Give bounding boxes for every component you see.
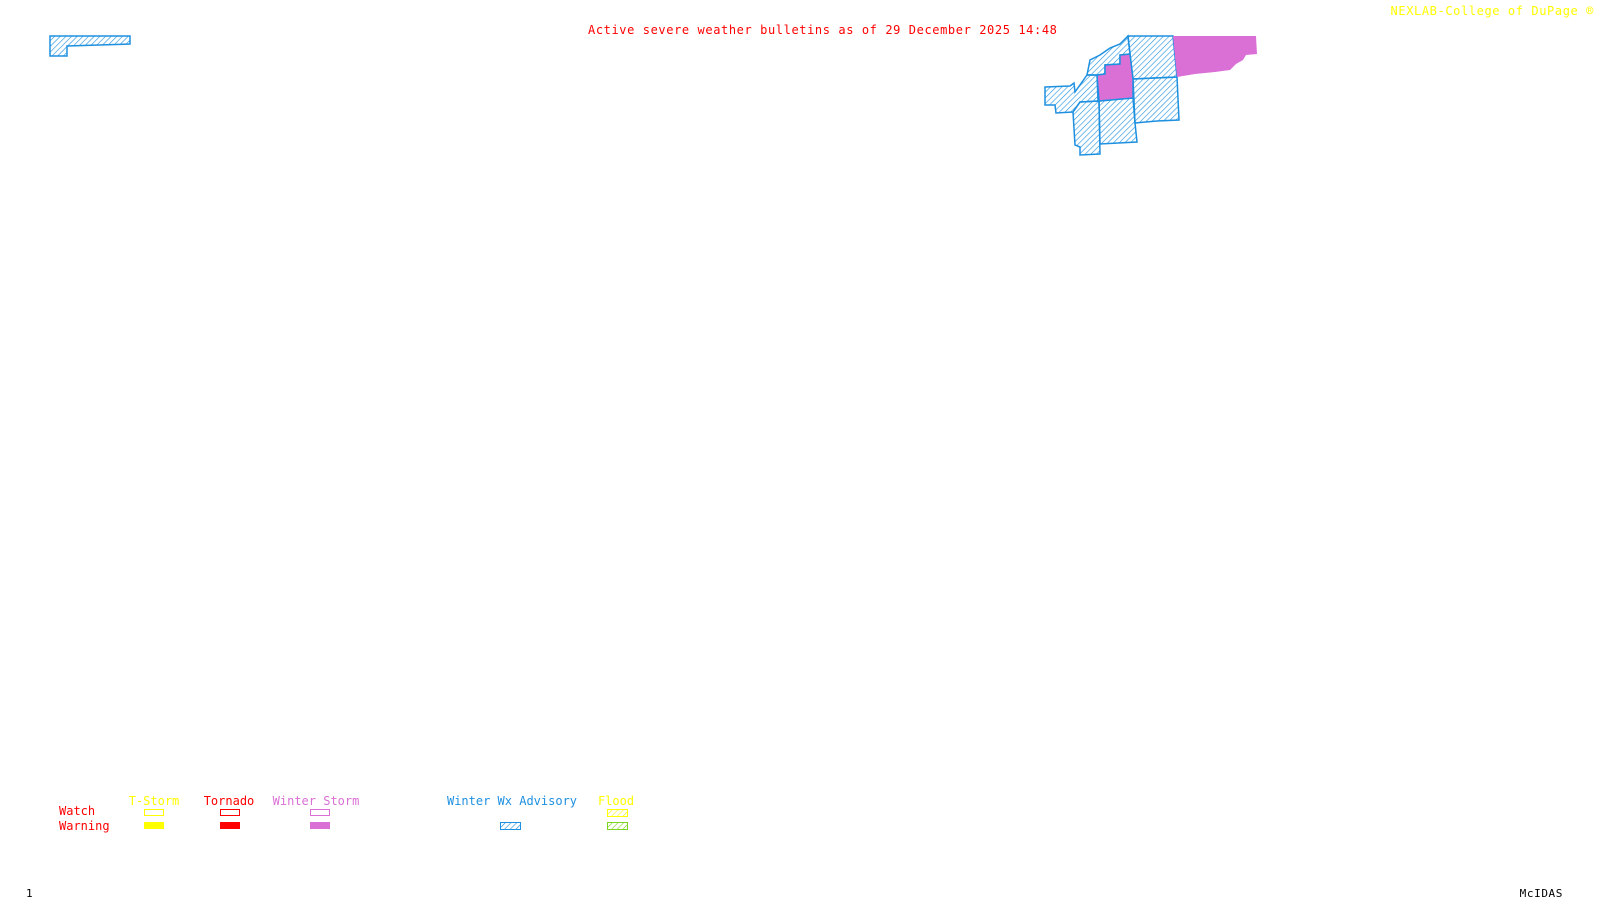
legend-header-winter-wx-advisory: Winter Wx Advisory bbox=[446, 794, 578, 808]
legend-swatch-tstorm-watch bbox=[144, 809, 164, 816]
legend-row-warning: Warning bbox=[59, 819, 110, 833]
legend-header-flood: Flood bbox=[597, 794, 635, 808]
advisory-county bbox=[1098, 97, 1138, 145]
map-title: Active severe weather bulletins as of 29… bbox=[588, 23, 1058, 37]
legend-row-watch: Watch bbox=[59, 804, 96, 818]
legend-swatch-flood-watch bbox=[607, 809, 628, 817]
legend-swatch-winter-storm-warning bbox=[310, 822, 330, 829]
mcidas-brand: McIDAS bbox=[1519, 887, 1563, 900]
legend-swatch-tornado-warning bbox=[220, 822, 240, 829]
legend-swatch-tornado-watch bbox=[220, 809, 240, 816]
frame-number: 1 bbox=[26, 887, 34, 900]
advisory-area-west bbox=[49, 35, 131, 57]
legend-swatch-winter-storm-watch bbox=[310, 809, 330, 816]
legend-swatch-tstorm-warning bbox=[144, 822, 164, 829]
legend-swatch-flood-warning bbox=[607, 822, 628, 830]
legend-header-winter-storm: Winter Storm bbox=[272, 794, 360, 808]
advisory-county bbox=[1132, 76, 1180, 124]
county-cluster bbox=[1044, 34, 1257, 156]
advisory-county bbox=[1127, 35, 1178, 80]
credit-label: NEXLAB-College of DuPage ® bbox=[1390, 4, 1594, 18]
legend-header-tstorm: T-Storm bbox=[128, 794, 180, 808]
warning-county bbox=[1096, 53, 1134, 102]
legend-swatch-advisory bbox=[500, 822, 521, 830]
advisory-county bbox=[1072, 100, 1101, 156]
legend-header-tornado: Tornado bbox=[203, 794, 255, 808]
warning-area-east bbox=[1173, 36, 1257, 77]
